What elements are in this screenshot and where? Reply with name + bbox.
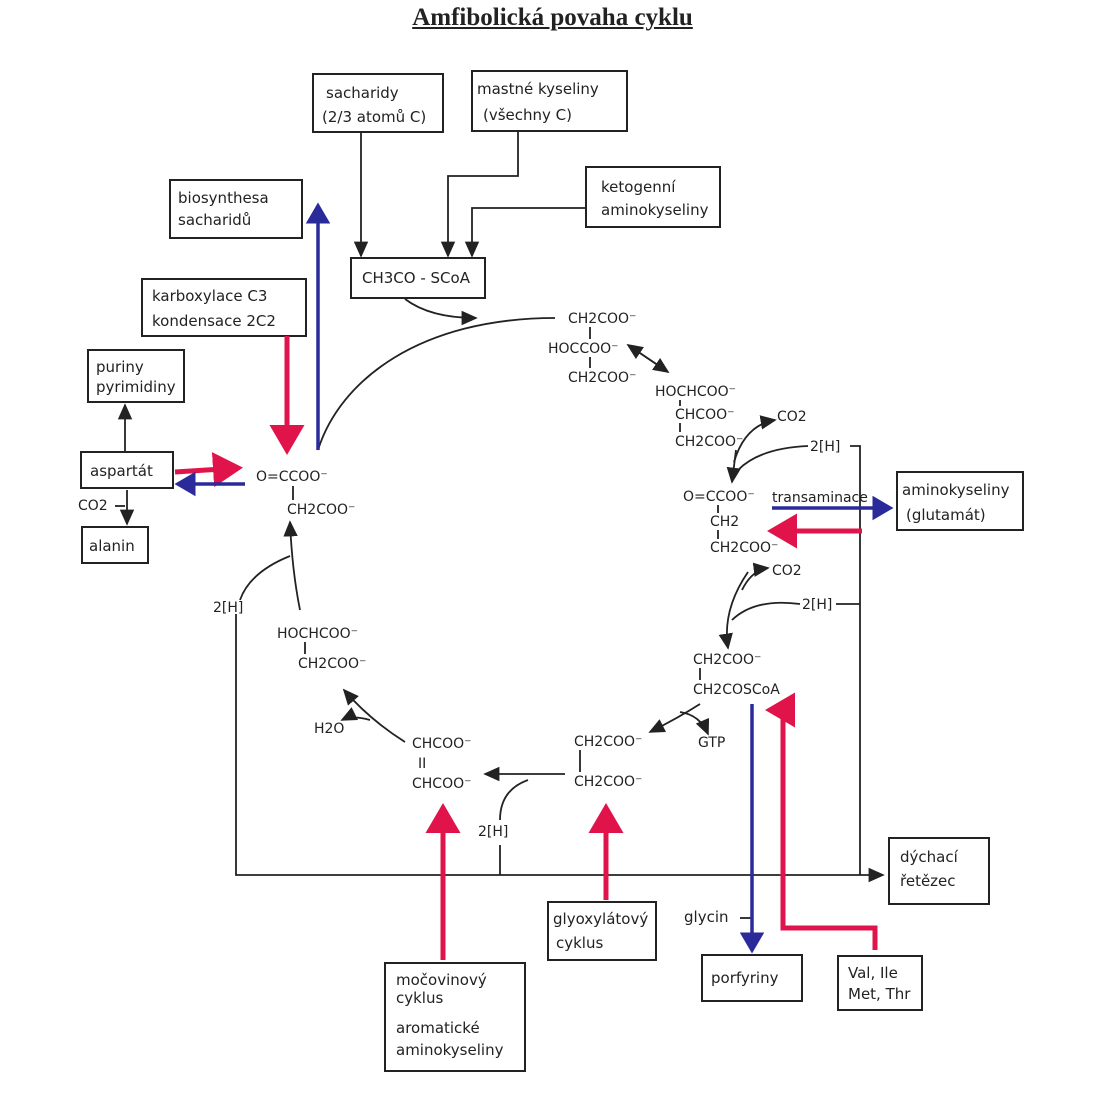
- reaction-labels: CO2 CO2 2[H] 2[H] 2[H] 2[H] transaminace…: [78, 409, 868, 926]
- svg-text:puriny: puriny: [96, 358, 144, 376]
- box-aspartat: aspartát: [80, 451, 174, 489]
- cycle-arrows: [115, 131, 885, 919]
- box-porfyriny: porfyriny: [701, 954, 803, 1002]
- svg-text:CO2: CO2: [772, 563, 802, 579]
- box-dychaci-retezec: dýchací řetězec: [888, 837, 990, 905]
- compound-citrate: CH2COO⁻ HOCCOO⁻ CH2COO⁻: [548, 311, 636, 386]
- svg-text:aromatické: aromatické: [396, 1019, 480, 1037]
- svg-text:biosynthesa: biosynthesa: [178, 189, 269, 207]
- svg-text:GTP: GTP: [698, 735, 725, 751]
- box-acetyl-coa: CH3CO - SCoA: [350, 257, 486, 299]
- svg-text:CHCOO⁻: CHCOO⁻: [412, 736, 472, 752]
- svg-text:močovinový: močovinový: [396, 971, 487, 989]
- svg-text:aminokyseliny: aminokyseliny: [902, 481, 1010, 499]
- svg-text:HOCHCOO⁻: HOCHCOO⁻: [655, 384, 736, 400]
- box-aminokyseliny: aminokyseliny (glutamát): [896, 471, 1024, 531]
- box-karboxylace: karboxylace C3 kondensace 2C2: [141, 278, 307, 337]
- svg-text:CH2COO⁻: CH2COO⁻: [574, 734, 642, 750]
- svg-text:sacharidy: sacharidy: [326, 84, 399, 102]
- svg-text:HOCCOO⁻: HOCCOO⁻: [548, 341, 619, 357]
- svg-text:CHCOO⁻: CHCOO⁻: [675, 407, 735, 423]
- compound-oxaloacetate: O=CCOO⁻ CH2COO⁻: [256, 469, 355, 518]
- svg-text:pyrimidiny: pyrimidiny: [96, 378, 176, 396]
- svg-text:aminokyseliny: aminokyseliny: [601, 201, 709, 219]
- svg-text:CH2: CH2: [710, 514, 739, 530]
- svg-text:CH2COO⁻: CH2COO⁻: [693, 652, 761, 668]
- svg-text:porfyriny: porfyriny: [711, 969, 779, 987]
- svg-text:sacharidů: sacharidů: [178, 211, 251, 229]
- red-arrows: [174, 336, 878, 960]
- svg-text:(všechny C): (všechny C): [483, 106, 572, 124]
- blue-arrows: [174, 202, 894, 954]
- svg-text:CH2COO⁻: CH2COO⁻: [287, 502, 355, 518]
- compound-fumarate: CHCOO⁻ II CHCOO⁻: [412, 736, 472, 792]
- svg-text:cyklus: cyklus: [396, 989, 443, 1007]
- box-alanin: alanin: [81, 526, 149, 564]
- svg-text:CH3CO - SCoA: CH3CO - SCoA: [362, 269, 471, 287]
- compound-isocitrate: HOCHCOO⁻ CHCOO⁻ CH2COO⁻: [655, 384, 743, 450]
- svg-text:H2O: H2O: [314, 721, 344, 737]
- box-sacharidy: sacharidy (2/3 atomů C): [312, 73, 444, 133]
- svg-text:HOCHCOO⁻: HOCHCOO⁻: [277, 626, 358, 642]
- svg-text:2[H]: 2[H]: [478, 824, 508, 840]
- svg-text:CH2COO⁻: CH2COO⁻: [568, 311, 636, 327]
- svg-text:2[H]: 2[H]: [802, 597, 832, 613]
- box-mocovinovy-cyklus: močovinový cyklus aromatické aminokyseli…: [384, 962, 526, 1072]
- box-glyoxylatovy-cyklus: glyoxylátový cyklus: [547, 901, 657, 961]
- svg-text:II: II: [418, 756, 426, 772]
- svg-text:alanin: alanin: [89, 537, 135, 555]
- svg-text:ketogenní: ketogenní: [601, 178, 676, 196]
- svg-text:2[H]: 2[H]: [213, 600, 243, 616]
- svg-text:CH2COO⁻: CH2COO⁻: [710, 540, 778, 556]
- svg-text:CO2: CO2: [777, 409, 807, 425]
- svg-text:glyoxylátový: glyoxylátový: [553, 910, 648, 928]
- svg-text:aminokyseliny: aminokyseliny: [396, 1041, 504, 1059]
- svg-text:mastné kyseliny: mastné kyseliny: [477, 80, 599, 98]
- svg-text:cyklus: cyklus: [556, 934, 603, 952]
- svg-text:CH2COO⁻: CH2COO⁻: [568, 370, 636, 386]
- page-title: Amfibolická povaha cyklu: [412, 4, 693, 31]
- svg-text:CH2COO⁻: CH2COO⁻: [675, 434, 743, 450]
- svg-text:(glutamát): (glutamát): [906, 506, 986, 524]
- svg-text:CH2COO⁻: CH2COO⁻: [298, 656, 366, 672]
- svg-text:aspartát: aspartát: [90, 462, 153, 480]
- svg-text:kondensace 2C2: kondensace 2C2: [152, 312, 276, 330]
- svg-text:CH2COO⁻: CH2COO⁻: [574, 774, 642, 790]
- svg-text:O=CCOO⁻: O=CCOO⁻: [256, 469, 328, 485]
- box-puriny: puriny pyrimidiny: [87, 349, 185, 403]
- svg-text:Met, Thr: Met, Thr: [848, 985, 911, 1003]
- svg-text:Val, Ile: Val, Ile: [848, 964, 898, 982]
- compound-succinyl-coa: CH2COO⁻ CH2COSCoA: [693, 652, 780, 698]
- svg-text:karboxylace C3: karboxylace C3: [152, 287, 267, 305]
- svg-text:glycin: glycin: [684, 908, 729, 926]
- box-ketogenni: ketogenní aminokyseliny: [585, 166, 721, 228]
- svg-text:(2/3 atomů C): (2/3 atomů C): [322, 108, 426, 126]
- box-mastne-kyseliny: mastné kyseliny (všechny C): [471, 70, 628, 132]
- compound-ketoglutarate: O=CCOO⁻ CH2 CH2COO⁻: [683, 489, 778, 556]
- svg-text:dýchací: dýchací: [900, 848, 959, 866]
- svg-text:řetězec: řetězec: [900, 872, 956, 890]
- svg-text:transaminace: transaminace: [772, 490, 868, 506]
- box-biosynthesa: biosynthesa sacharidů: [169, 179, 303, 239]
- svg-text:O=CCOO⁻: O=CCOO⁻: [683, 489, 755, 505]
- box-val-ile-met-thr: Val, Ile Met, Thr: [837, 955, 923, 1011]
- svg-text:2[H]: 2[H]: [810, 439, 840, 455]
- compound-malate: HOCHCOO⁻ CH2COO⁻: [277, 626, 366, 672]
- compound-succinate: CH2COO⁻ CH2COO⁻: [574, 734, 642, 790]
- svg-text:CH2COSCoA: CH2COSCoA: [693, 682, 780, 698]
- svg-text:CO2: CO2: [78, 498, 108, 514]
- svg-text:CHCOO⁻: CHCOO⁻: [412, 776, 472, 792]
